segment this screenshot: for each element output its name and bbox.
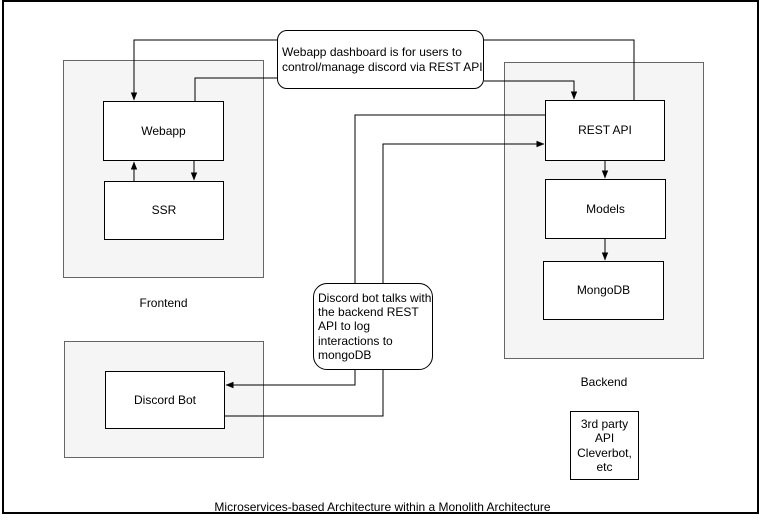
third-party-node-label: 3rd party API Cleverbot, etc xyxy=(577,416,632,474)
discord-bot-node-label: Discord Bot xyxy=(133,392,197,407)
diagram-outer-border xyxy=(2,0,759,514)
webapp-note-text: Webapp dashboard is for users to control… xyxy=(282,45,483,74)
discord-note-text: Discord bot talks with the backend REST … xyxy=(318,290,432,363)
rest-api-node-label: REST API xyxy=(578,123,632,138)
third-party-node: 3rd party API Cleverbot, etc xyxy=(570,411,639,480)
edge-webapp-to-webapp-note xyxy=(194,77,277,101)
models-node: Models xyxy=(545,179,666,239)
backend-group-label: Backend xyxy=(580,375,628,389)
edge-webapp-note-to-webapp xyxy=(130,39,277,101)
rest-api-node: REST API xyxy=(545,100,665,161)
ssr-node: SSR xyxy=(104,181,224,240)
edge-discord-bot-to-rest-api xyxy=(225,140,545,417)
webapp-node: Webapp xyxy=(103,101,224,161)
discord-note: Discord bot talks with the backend REST … xyxy=(313,283,433,370)
discord-bot-node: Discord Bot xyxy=(105,371,225,429)
frontend-group xyxy=(63,60,264,278)
edge-rest-api-to-webapp-note xyxy=(484,39,635,100)
mongodb-node: MongoDB xyxy=(543,261,664,320)
ssr-node-label: SSR xyxy=(151,203,177,218)
edge-rest-api-to-discord-bot xyxy=(225,114,545,389)
diagram-caption: Microservices-based Architecture within … xyxy=(214,500,551,514)
mongodb-node-label: MongoDB xyxy=(576,283,631,298)
edge-webapp-note-to-rest-api xyxy=(484,80,578,100)
models-node-label: Models xyxy=(586,201,625,216)
frontend-group-label: Frontend xyxy=(139,296,188,310)
webapp-note: Webapp dashboard is for users to control… xyxy=(277,30,484,89)
webapp-node-label: Webapp xyxy=(141,123,186,138)
